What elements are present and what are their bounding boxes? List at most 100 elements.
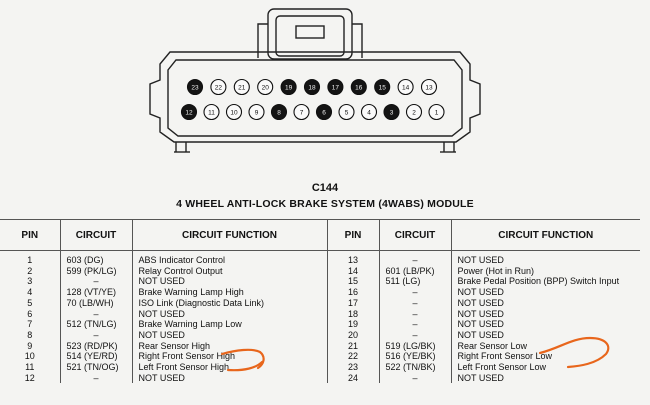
pin-circle (327, 78, 344, 96)
pin-number-label: 9 (255, 110, 259, 117)
right-pin-cell: 22 (327, 351, 380, 363)
right-function-cell: NOT USED (457, 255, 504, 265)
pin-number-label: 13 (425, 85, 433, 92)
pin-number-label: 22 (215, 85, 223, 92)
right-circuit-cell: – (379, 372, 452, 384)
header-function: CIRCUIT FUNCTION (451, 220, 640, 251)
right-function-cell: Left Front Sensor Low (457, 362, 547, 373)
pin-21: 21 (233, 78, 250, 96)
left-circuit-cell: – (60, 276, 133, 288)
left-pin-cell: 10 (0, 351, 61, 363)
pin-20: 20 (257, 78, 274, 96)
left-function-cell: Rear Sensor High (132, 340, 328, 352)
left-pin-cell: 9 (0, 340, 61, 352)
right-circuit-cell: 511 (LG) (379, 276, 452, 288)
header-function: CIRCUIT FUNCTION (132, 220, 328, 251)
left-pin-cell: 4 (0, 287, 61, 298)
left-circuit-cell: 70 (LB/WH) (60, 297, 133, 309)
left-function-cell: NOT USED (132, 308, 328, 320)
pin-number-label: 18 (308, 85, 316, 92)
pin-10: 10 (225, 103, 243, 121)
right-pin-cell: 17 (327, 297, 380, 309)
left-pin-cell: 7 (0, 319, 61, 330)
left-circuit-cell: 603 (DG) (60, 250, 133, 266)
header-pin: PIN (0, 220, 61, 251)
pin-number-label: 11 (208, 110, 215, 117)
right-pin-cell: 19 (327, 319, 380, 330)
left-pin-cell: 5 (0, 297, 61, 309)
pin-12: 12 (180, 103, 198, 121)
pin-circle (338, 103, 355, 121)
pin-circle (233, 78, 250, 96)
left-pin-cell: 1 (0, 250, 61, 266)
left-pin-cell: 2 (0, 265, 61, 277)
pin-9: 9 (248, 103, 265, 121)
right-function-cell: NOT USED (457, 372, 504, 383)
pin-circle (203, 103, 220, 121)
pin-circle (360, 103, 378, 121)
pin-circle (270, 103, 288, 121)
left-circuit-cell: – (60, 372, 133, 384)
header-circuit: CIRCUIT (60, 220, 133, 251)
header-circuit: CIRCUIT (379, 220, 452, 251)
pin-2: 2 (405, 103, 423, 121)
pin-number-label: 6 (322, 110, 326, 117)
pin-circle (350, 78, 367, 96)
pin-circle (405, 103, 423, 121)
right-function-cell: Right Front Sensor Low (457, 351, 553, 362)
pin-16: 16 (350, 78, 367, 96)
pin-circle (225, 103, 243, 121)
left-circuit-cell: 514 (YE/RD) (60, 351, 133, 363)
right-function-cell: NOT USED (457, 319, 504, 330)
pin-18: 18 (303, 78, 321, 96)
left-function-cell: Brake Warning Lamp Low (132, 319, 328, 330)
pin-circle (248, 103, 265, 121)
pin-circle (303, 78, 321, 96)
right-function-cell: Brake Pedal Position (BPP) Switch Input (457, 276, 620, 287)
right-pin-cell: 18 (327, 308, 380, 320)
pin-number-label: 4 (367, 110, 371, 117)
pin-circle (280, 78, 297, 96)
pin-number-label: 2 (412, 110, 416, 117)
right-circuit-cell: 516 (YE/BK) (379, 351, 452, 363)
pin-13: 13 (420, 78, 438, 96)
header-pin: PIN (327, 220, 380, 251)
pin-3: 3 (383, 103, 400, 121)
pin-11: 11 (203, 103, 220, 121)
right-pin-cell: 15 (327, 276, 380, 288)
pin-circle (180, 103, 198, 121)
pin-5: 5 (338, 103, 355, 121)
pin-circle (315, 103, 333, 121)
connector-id-label: C144 (311, 182, 339, 194)
pin-number-label: 21 (238, 85, 246, 92)
right-circuit-cell: – (379, 250, 452, 266)
right-circuit-cell: – (379, 297, 452, 309)
pin-number-label: 8 (277, 110, 281, 117)
right-pin-cell: 23 (327, 362, 380, 373)
pin-circle (257, 78, 274, 96)
connector-housing (149, 51, 481, 153)
right-function-cell: NOT USED (457, 297, 504, 308)
pin-number-label: 17 (332, 85, 340, 92)
pin-number-label: 19 (285, 85, 293, 92)
pin-circle (210, 78, 227, 96)
left-pin-cell: 12 (0, 372, 61, 384)
pin-circle (293, 103, 310, 121)
pin-number-label: 14 (402, 85, 410, 92)
left-circuit-cell: 599 (PK/LG) (60, 265, 133, 277)
right-pin-cell: 13 (327, 250, 380, 266)
pin-table: PIN CIRCUIT CIRCUIT FUNCTION PIN CIRCUIT… (0, 219, 640, 405)
right-circuit-cell: – (379, 308, 452, 320)
left-function-cell: Brake Warning Lamp High (132, 287, 328, 298)
left-function-cell: Relay Control Output (132, 265, 328, 277)
right-circuit-cell: – (379, 319, 452, 330)
left-circuit-cell: 128 (VT/YE) (60, 287, 133, 298)
